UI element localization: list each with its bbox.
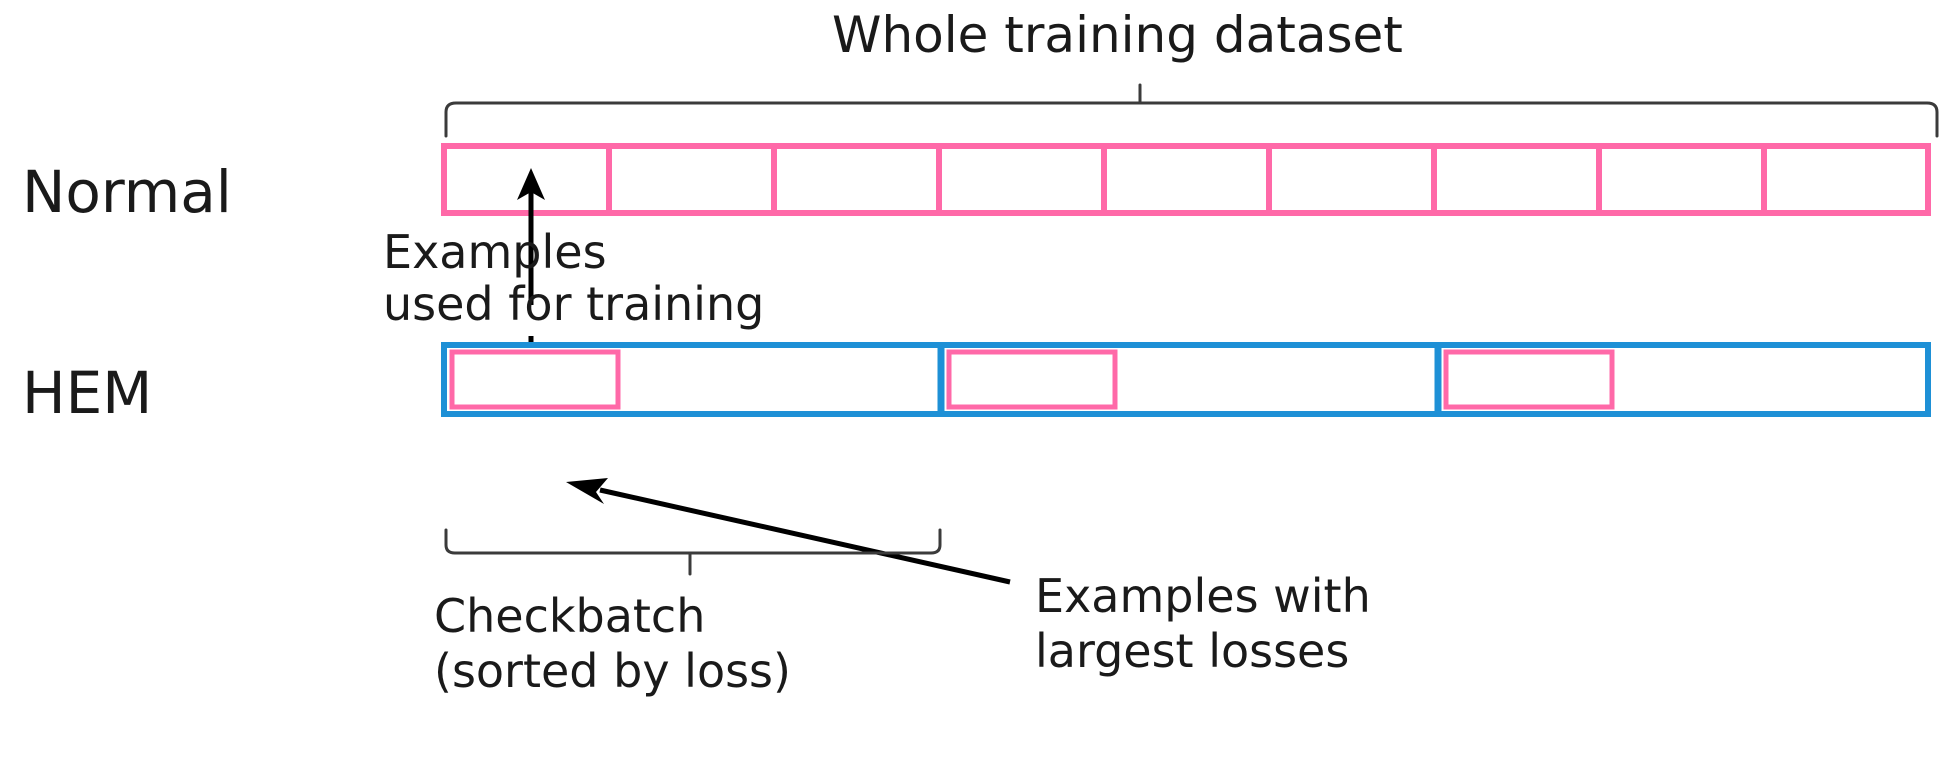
annotation-line: (sorted by loss) (434, 644, 791, 698)
diagonal-arrow-to-largest-losses (566, 478, 1011, 585)
annotation-line: used for training (383, 277, 764, 331)
row-hem: HEM (22, 342, 1931, 427)
row-normal: Normal (22, 143, 1931, 226)
highlight-box (1443, 349, 1615, 410)
highlight-box (946, 349, 1118, 410)
page-title: Whole training dataset (832, 6, 1403, 64)
arrow-head (566, 478, 608, 504)
arrow-shaft (599, 487, 1011, 585)
normal-bar-cell-dividers (606, 146, 1767, 213)
arrow-head (517, 168, 545, 200)
highlight-box (449, 349, 621, 410)
hem-segment-dividers (937, 345, 1442, 414)
up-arrow-to-normal-cell (517, 168, 545, 305)
row-label-normal: Normal (22, 158, 232, 226)
brace-path (444, 528, 942, 555)
examples-with-largest-losses-annotation: Examples with largest losses (1035, 569, 1371, 678)
brace-path (444, 101, 1939, 138)
annotation-line: Examples (383, 225, 607, 279)
annotation-line: Checkbatch (434, 589, 705, 643)
examples-used-for-training-annotation: Examples used for training (383, 225, 764, 331)
annotation-line: Examples with (1035, 569, 1371, 623)
row-label-hem: HEM (22, 359, 152, 427)
hem-highlight-boxes (449, 349, 1615, 410)
checkbatch-brace (444, 528, 942, 576)
whole-dataset-brace (444, 83, 1939, 138)
normal-bar (441, 143, 1931, 216)
checkbatch-annotation: Checkbatch (sorted by loss) (434, 589, 791, 698)
annotation-line: largest losses (1035, 624, 1349, 678)
hem-bar (441, 342, 1931, 417)
